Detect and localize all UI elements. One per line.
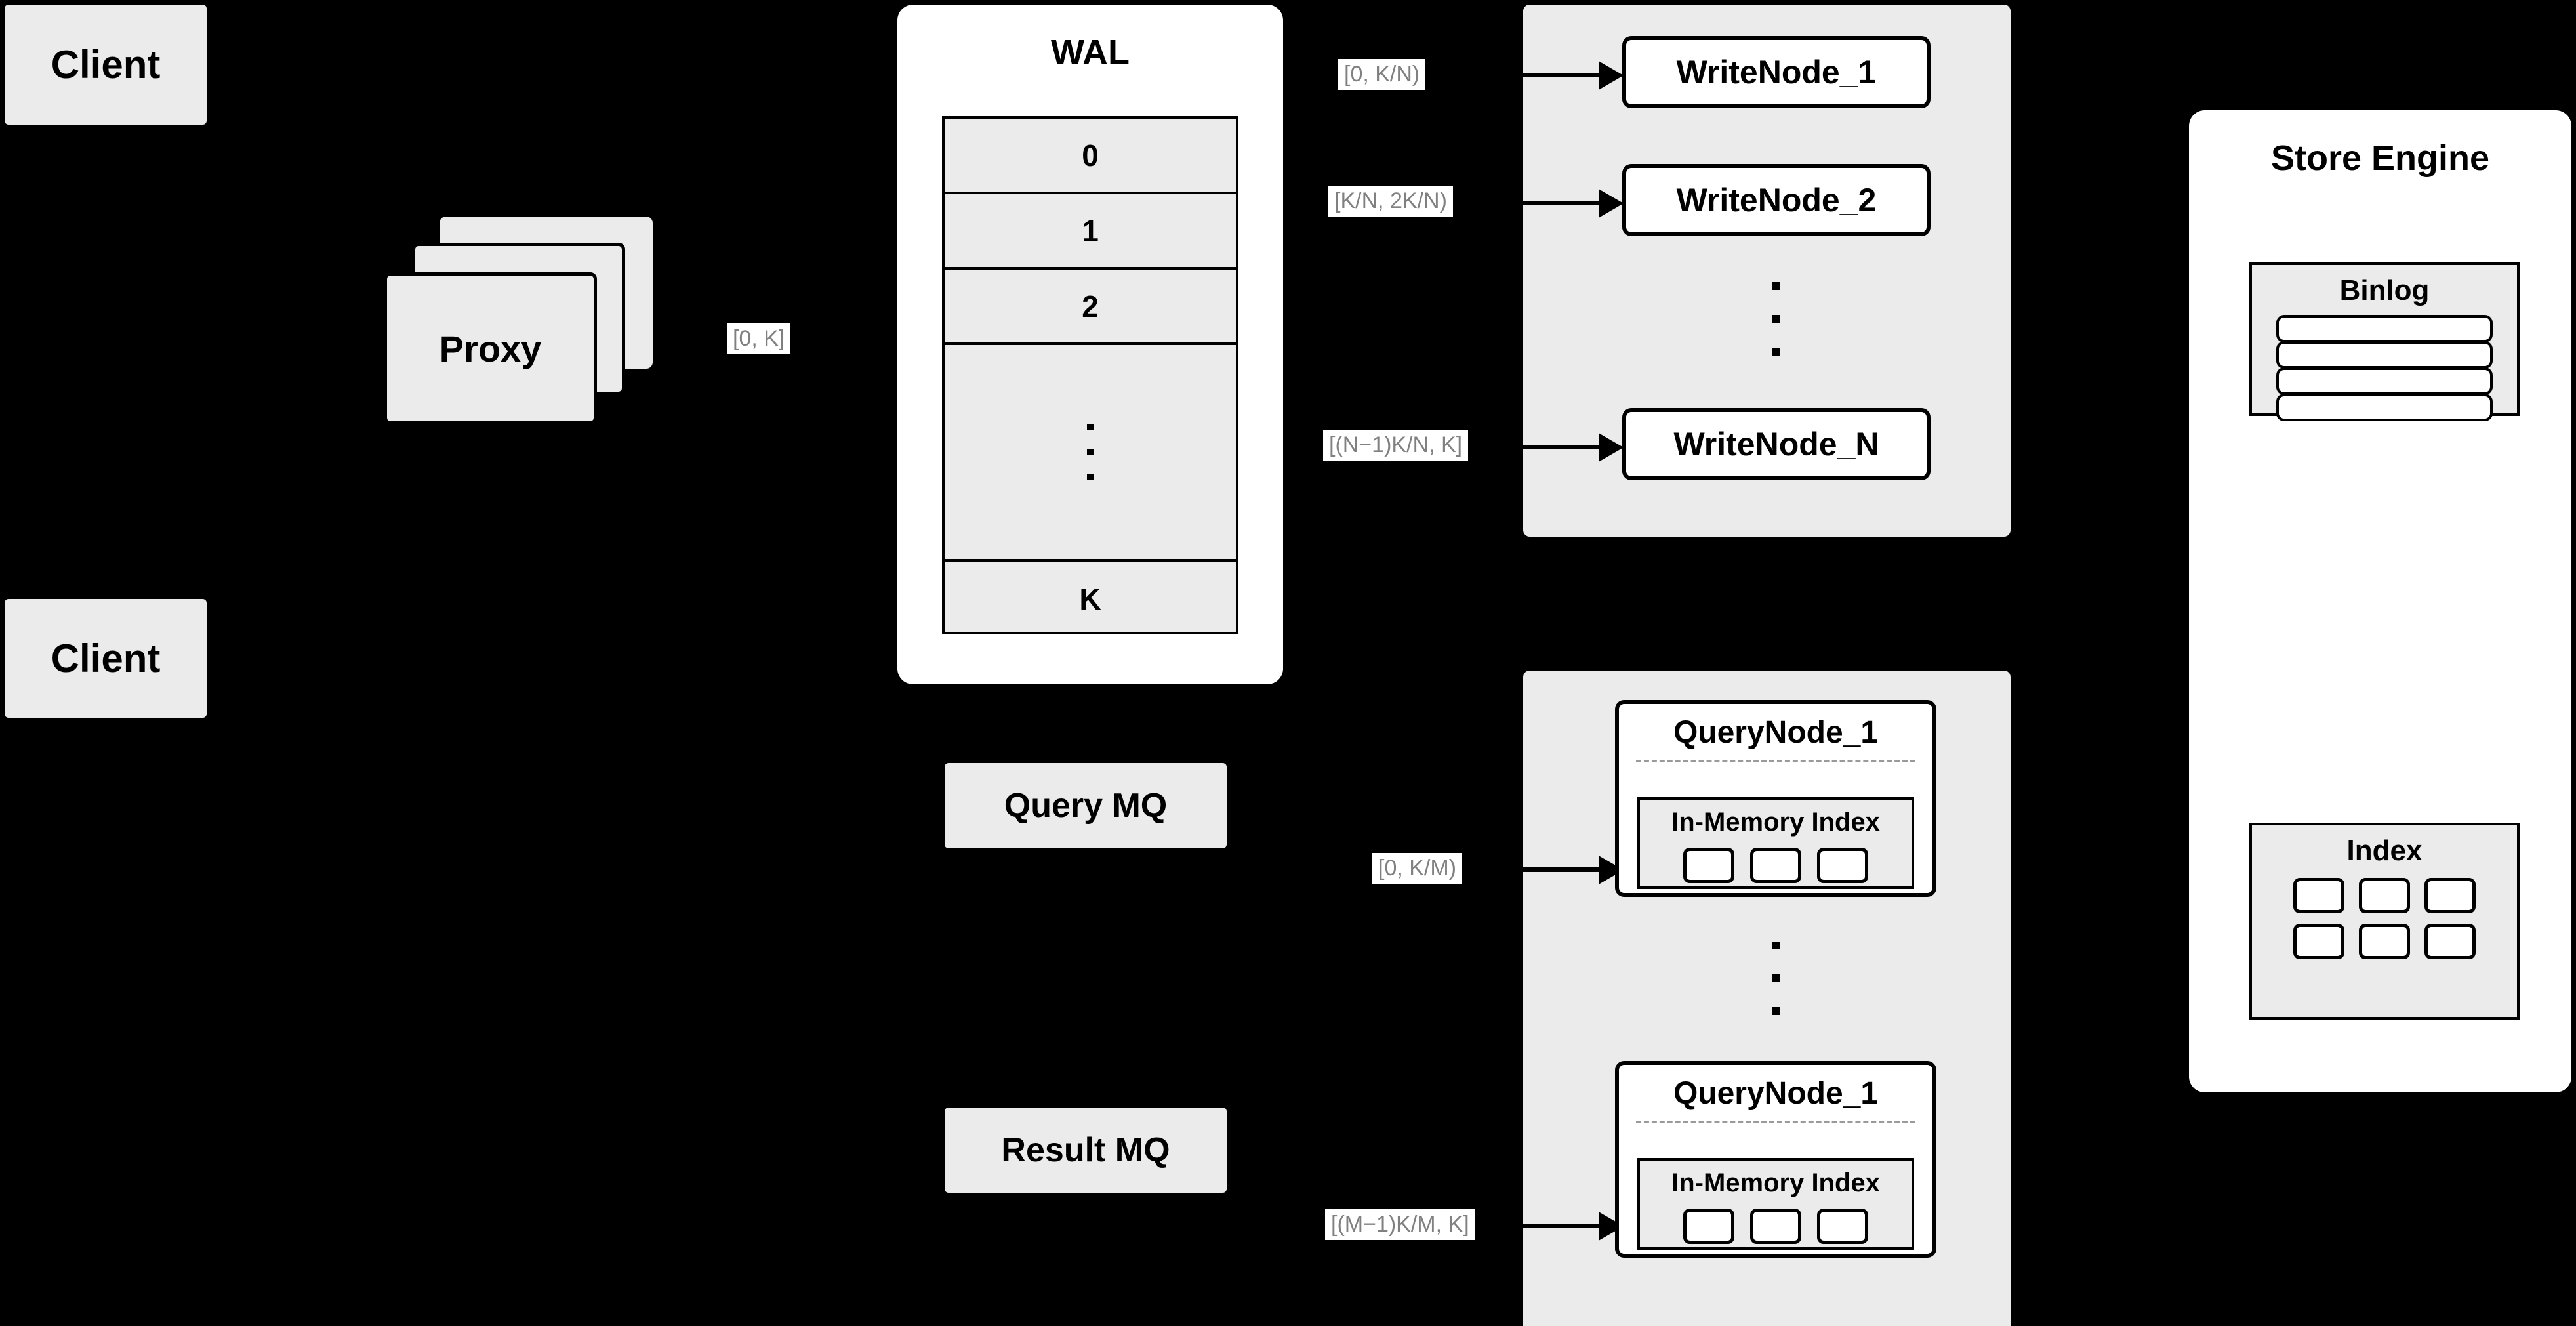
client-box-2[interactable]: Client (5, 599, 207, 718)
proxy-stack[interactable]: Proxy (384, 217, 676, 433)
store-engine-title: Store Engine (2270, 138, 2490, 178)
index-grid (2293, 878, 2476, 959)
write-ellipsis-dot-3 (1772, 348, 1780, 356)
binlog-title: Binlog (2339, 274, 2430, 306)
wal-table: 0 1 2 K (942, 116, 1238, 634)
wal-row-0: 0 (945, 119, 1236, 194)
wal-ellipsis-dot-2 (1087, 449, 1094, 455)
query-ellipsis-dot-1 (1772, 942, 1780, 949)
query-node-1-index-cell-3[interactable] (1817, 848, 1868, 883)
edge-label-write-node-2: [K/N, 2K/N) (1328, 186, 1453, 217)
result-mq-box[interactable]: Result MQ (945, 1108, 1227, 1193)
index-cell-2[interactable] (2359, 878, 2410, 913)
query-node-1-index-cell-2[interactable] (1750, 848, 1801, 883)
wal-ellipsis-dot-3 (1087, 474, 1094, 480)
client-label-1: Client (51, 43, 161, 87)
wal-title: WAL (1051, 33, 1130, 72)
query-node-1[interactable]: QueryNode_1 In-Memory Index (1615, 700, 1936, 897)
wal-row-ellipsis (945, 345, 1236, 562)
result-mq-label: Result MQ (1001, 1131, 1170, 1169)
query-node-m-index-cell-3[interactable] (1817, 1209, 1868, 1244)
arrow-line-write-node-2 (1515, 201, 1601, 205)
query-node-m-index-cell-1[interactable] (1683, 1209, 1734, 1244)
query-node-m-divider (1636, 1121, 1915, 1123)
client-box-1[interactable]: Client (5, 5, 207, 125)
query-node-1-index-title: In-Memory Index (1671, 808, 1880, 837)
query-node-1-in-memory-index[interactable]: In-Memory Index (1637, 797, 1914, 889)
arrow-line-store-index (2119, 953, 2191, 956)
write-node-2[interactable]: WriteNode_2 (1622, 164, 1931, 236)
write-ellipsis-dot-2 (1772, 315, 1780, 323)
query-node-1-index-cells (1683, 848, 1868, 883)
store-engine-panel: Store Engine Binlog Index (2189, 110, 2571, 1092)
query-node-1-label: QueryNode_1 (1673, 715, 1879, 750)
binlog-row-1[interactable] (2276, 315, 2493, 342)
write-node-n[interactable]: WriteNode_N (1622, 408, 1931, 480)
edge-label-write-node-1: [0, K/N) (1338, 59, 1426, 91)
query-ellipsis-dot-3 (1772, 1007, 1780, 1015)
binlog-row-2[interactable] (2276, 341, 2493, 369)
query-mq-box[interactable]: Query MQ (945, 763, 1227, 848)
arrow-head-write-node-n (1599, 433, 1624, 462)
edge-label-query-node-1: [0, K/M) (1372, 853, 1463, 884)
arrow-line-query-node-1 (1515, 867, 1601, 872)
edge-label-write-node-n: [(N−1)K/N, K] (1323, 430, 1469, 461)
wal-row-1: 1 (945, 194, 1236, 270)
edge-label-query-node-m: [(M−1)K/M, K] (1325, 1209, 1475, 1241)
index-cell-4[interactable] (2293, 924, 2344, 959)
index-cell-3[interactable] (2424, 878, 2476, 913)
write-node-n-label: WriteNode_N (1673, 426, 1879, 463)
query-node-1-index-cell-1[interactable] (1683, 848, 1734, 883)
query-node-1-divider (1636, 760, 1915, 762)
client-label-2: Client (51, 636, 161, 680)
wal-panel: WAL 0 1 2 K (897, 5, 1283, 684)
binlog-row-3[interactable] (2276, 367, 2493, 395)
proxy-label: Proxy (439, 327, 542, 369)
write-node-1-label: WriteNode_1 (1676, 54, 1877, 91)
index-cell-1[interactable] (2293, 878, 2344, 913)
arrow-line-query-node-m (1515, 1224, 1601, 1228)
arrow-head-write-node-2 (1599, 189, 1624, 218)
query-node-m-index-title: In-Memory Index (1671, 1169, 1880, 1197)
query-node-m[interactable]: QueryNode_1 In-Memory Index (1615, 1061, 1936, 1258)
index-cell-6[interactable] (2424, 924, 2476, 959)
write-node-1[interactable]: WriteNode_1 (1622, 36, 1931, 108)
write-node-2-label: WriteNode_2 (1676, 182, 1877, 218)
binlog-group[interactable]: Binlog (2249, 262, 2520, 421)
query-node-m-label: QueryNode_1 (1673, 1076, 1879, 1111)
query-ellipsis-dot-2 (1772, 974, 1780, 982)
binlog-row-4[interactable] (2276, 394, 2493, 421)
arrow-head-write-node-1 (1599, 61, 1624, 90)
query-node-m-in-memory-index[interactable]: In-Memory Index (1637, 1158, 1914, 1250)
arrow-line-write-node-1 (1515, 73, 1601, 77)
arrow-line-store-binlog (2119, 392, 2191, 396)
binlog-rows (2276, 315, 2493, 421)
wal-row-2: 2 (945, 270, 1236, 345)
write-ellipsis-dot-1 (1772, 282, 1780, 290)
arrow-line-write-node-n (1515, 445, 1601, 449)
query-cluster-ellipsis (1772, 942, 1780, 1015)
query-node-m-index-cell-2[interactable] (1750, 1209, 1801, 1244)
proxy-card-front[interactable]: Proxy (384, 272, 597, 425)
index-group[interactable]: Index (2249, 823, 2520, 1020)
query-mq-label: Query MQ (1004, 787, 1168, 825)
index-title: Index (2346, 835, 2423, 867)
index-cell-5[interactable] (2359, 924, 2410, 959)
wal-row-k: K (1079, 581, 1101, 616)
wal-ellipsis-dot-1 (1087, 424, 1094, 430)
edge-label-proxy-to-wal: [0, K] (727, 323, 791, 355)
query-node-m-index-cells (1683, 1209, 1868, 1244)
write-cluster-ellipsis (1772, 282, 1780, 356)
